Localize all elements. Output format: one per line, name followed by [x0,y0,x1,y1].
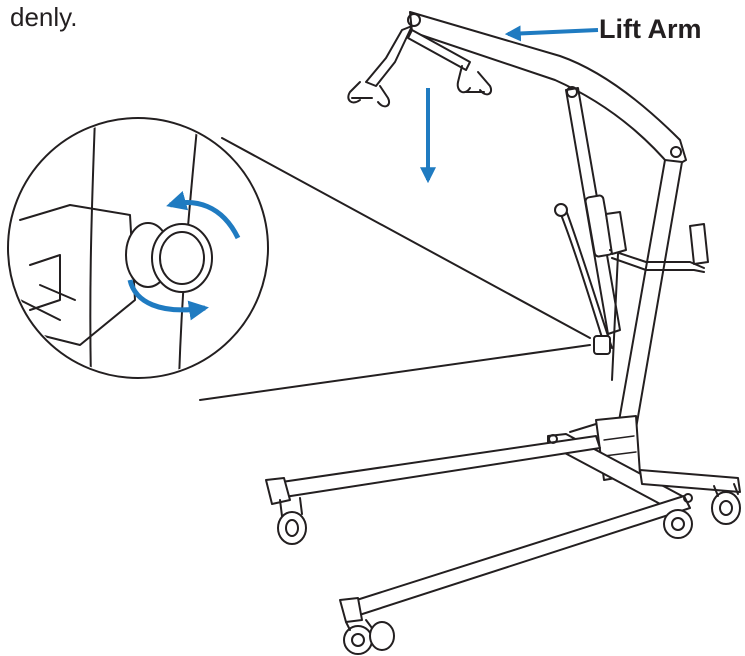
rotation-arrows-icon [127,191,241,321]
lift-arm-pointer-arrow [504,25,599,42]
patient-lift-frame [265,11,741,655]
magnifier-connector-lines [199,137,591,401]
lift-arm-label: Lift Arm [599,14,702,44]
caster-wheels [277,483,741,655]
magnifier-detail [7,117,269,379]
truncated-instruction-text: denly. [10,2,78,32]
